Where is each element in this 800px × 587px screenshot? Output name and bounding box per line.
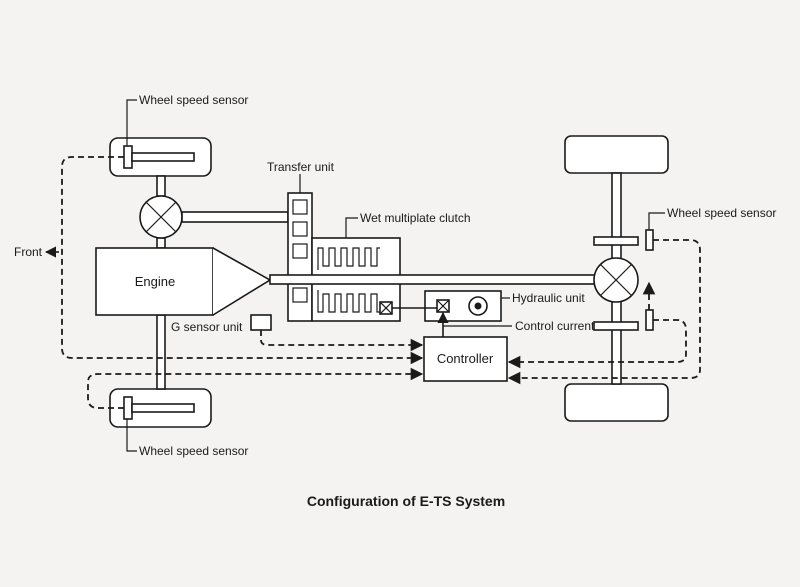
label-hydraulic-unit: Hydraulic unit [512, 291, 585, 305]
hydraulic-unit [392, 290, 502, 322]
right-rear-wheel-bottom [564, 383, 669, 422]
label-control-current: Control current [515, 319, 595, 333]
signal-rear-upper-sensor [507, 239, 701, 385]
rear-differential [593, 257, 639, 303]
signal-g-sensor [260, 330, 424, 352]
leader-wet-clutch [345, 217, 358, 238]
rear-lower-wheel-speed-sensor [645, 309, 654, 331]
leader-wheel-speed-rear-left [126, 419, 137, 452]
engine: Engine [95, 247, 272, 316]
leader-wheel-speed-front-left [126, 99, 137, 146]
label-front: Front [14, 245, 43, 259]
label-wet-multiplate-clutch: Wet multiplate clutch [360, 211, 471, 225]
leader-wheel-speed-right [648, 212, 665, 230]
rear-upper-wheel-speed-sensor [645, 229, 654, 251]
rear-upper-flange [593, 236, 639, 246]
front-differential [139, 195, 183, 239]
label-g-sensor-unit: G sensor unit [171, 320, 243, 334]
rear-lower-flange [593, 321, 639, 331]
figure-caption: Configuration of E-TS System [307, 493, 505, 509]
label-wheel-speed-sensor-front-left: Wheel speed sensor [139, 93, 248, 107]
label-wheel-speed-sensor-rear-left: Wheel speed sensor [139, 444, 248, 458]
wheel-speed-sensor-ring [123, 396, 133, 420]
transfer-unit [287, 192, 313, 322]
propeller-shaft [269, 274, 596, 285]
label-transfer-unit: Transfer unit [267, 160, 335, 174]
rear-left-wheel [109, 388, 212, 428]
front-left-wheel [109, 137, 212, 177]
controller-label: Controller [437, 351, 494, 366]
signal-rear-left-sensor [87, 367, 424, 409]
signal-rear-lower-sensor [507, 319, 687, 369]
controller: Controller [423, 336, 508, 382]
g-sensor-unit [250, 314, 272, 331]
right-rear-wheel-top [564, 135, 669, 174]
engine-label: Engine [135, 274, 175, 289]
label-wheel-speed-sensor-right: Wheel speed sensor [667, 206, 776, 220]
wheel-speed-sensor-ring [123, 145, 133, 169]
signal-front-left-sensor [61, 156, 424, 365]
front-drive-shaft [181, 211, 289, 223]
